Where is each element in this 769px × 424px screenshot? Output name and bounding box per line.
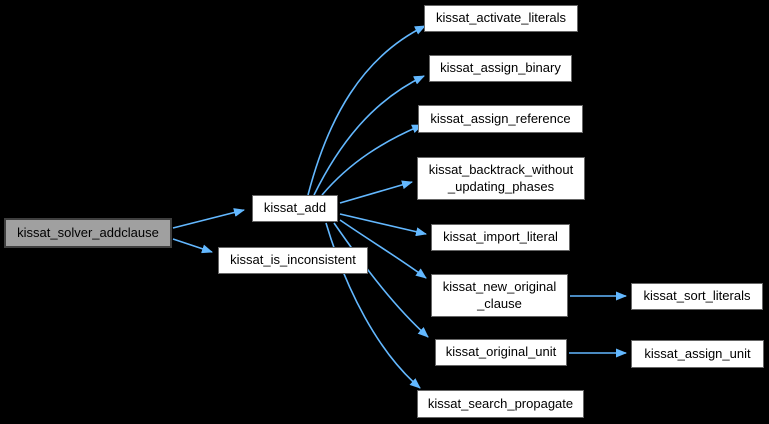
node-label: kissat_add (263, 200, 327, 216)
node-kissat-assign-unit[interactable]: kissat_assign_unit (631, 340, 764, 368)
edge-add-to-assign-reference (321, 124, 423, 196)
edge-add-to-activate-literals (307, 25, 426, 196)
node-label: kissat_original_unit (445, 344, 557, 360)
edge-add-to-backtrack-without-updating-phases (339, 180, 413, 204)
node-label: kissat_backtrack_without _updating_phase… (428, 161, 574, 194)
node-label: kissat_sort_literals (643, 288, 751, 304)
node-label: kissat_import_literal (443, 229, 558, 245)
edge-add-to-original-unit (333, 222, 429, 338)
node-label: kissat_assign_binary (440, 60, 561, 76)
node-kissat-activate-literals[interactable]: kissat_activate_literals (424, 5, 578, 32)
node-kissat-solver-addclause: kissat_solver_addclause (4, 218, 172, 248)
edge-add-to-assign-binary (313, 75, 425, 196)
node-label: kissat_activate_literals (435, 10, 567, 26)
node-label: kissat_assign_reference (430, 110, 571, 126)
node-kissat-import-literal[interactable]: kissat_import_literal (431, 224, 570, 251)
node-kissat-search-propagate[interactable]: kissat_search_propagate (417, 390, 584, 418)
node-kissat-new-original-clause[interactable]: kissat_new_original _clause (431, 274, 568, 317)
node-kissat-assign-binary[interactable]: kissat_assign_binary (429, 55, 572, 82)
node-kissat-assign-reference[interactable]: kissat_assign_reference (418, 105, 583, 133)
node-kissat-sort-literals[interactable]: kissat_sort_literals (631, 283, 763, 310)
node-kissat-add[interactable]: kissat_add (252, 195, 338, 222)
node-kissat-backtrack-without-updating-phases[interactable]: kissat_backtrack_without _updating_phase… (417, 157, 585, 200)
node-kissat-original-unit[interactable]: kissat_original_unit (435, 339, 567, 366)
edge-add-to-import-literal (339, 213, 427, 237)
node-label: kissat_search_propagate (427, 395, 574, 411)
node-label: kissat_solver_addclause (17, 224, 159, 240)
node-label: kissat_new_original _clause (442, 278, 557, 311)
edge-solver-addclause-to-is-inconsistent (172, 238, 213, 254)
node-label: kissat_assign_unit (644, 345, 751, 361)
edge-solver-addclause-to-add (172, 208, 245, 229)
node-label: kissat_is_inconsistent (230, 252, 356, 268)
node-kissat-is-inconsistent[interactable]: kissat_is_inconsistent (218, 247, 368, 274)
